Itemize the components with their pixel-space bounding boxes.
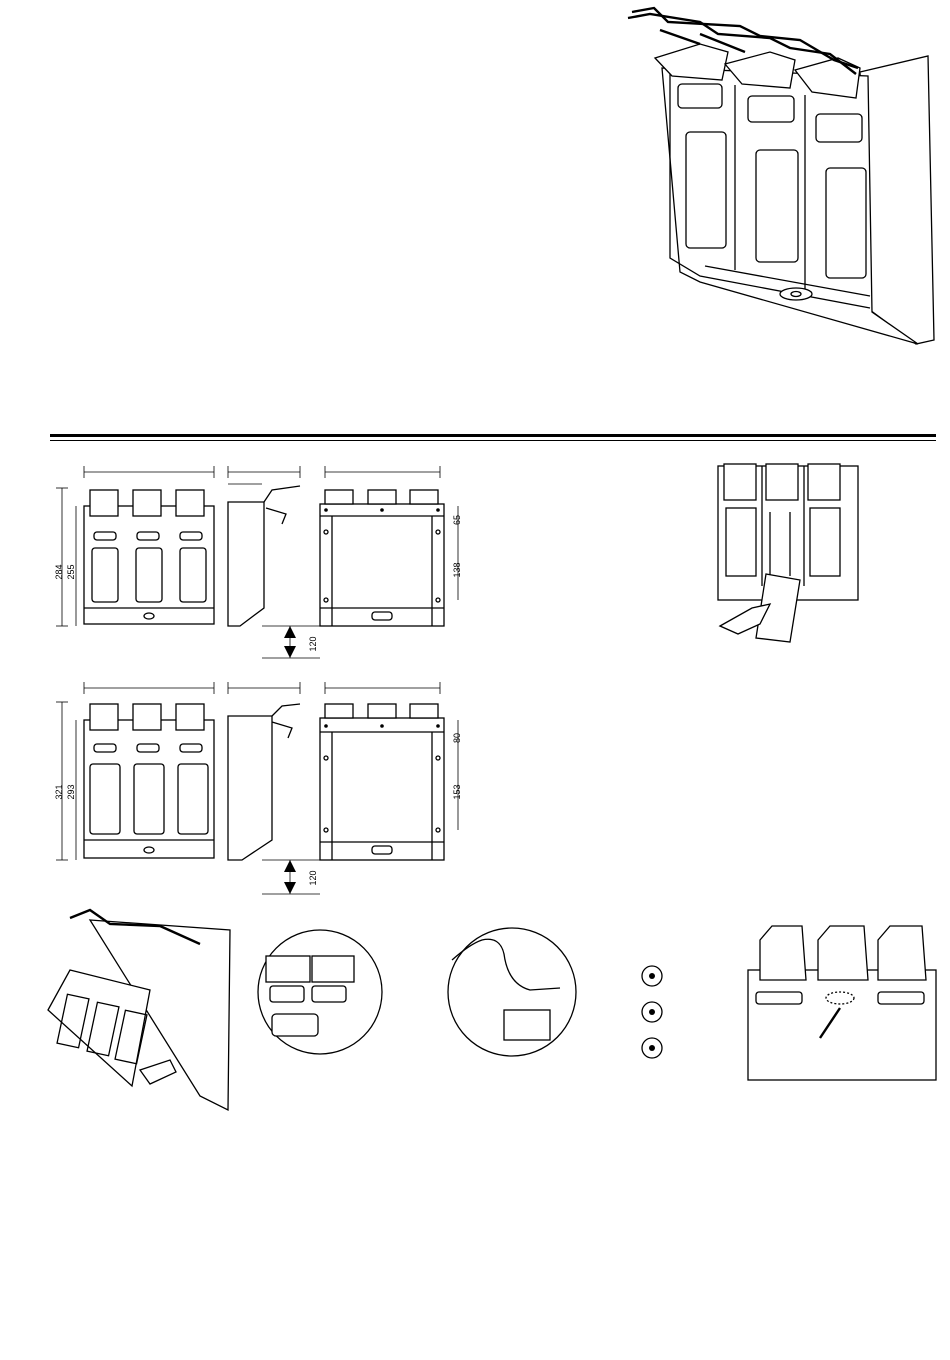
hero-dispenser-illustration [0,0,950,360]
section-divider [50,434,936,437]
dim-total-height-large: 321 [54,784,64,799]
dim-hole-spacing-large: 153 [452,784,462,799]
dim-top-offset-large: 80 [452,733,462,743]
section-divider-thin [50,440,936,441]
key-tab-icon-3 [642,1038,662,1058]
installation-steps-illustration [0,900,950,1100]
dim-bottom-clearance-large: 120 [308,870,318,885]
dimension-drawing-large: 321 293 120 80 153 [0,672,950,912]
key-tab-icon-2 [642,1002,662,1022]
key-tab-icon-1 [642,966,662,986]
bottle-insert-illustration [0,456,950,656]
dim-inner-height-large: 293 [66,784,76,799]
